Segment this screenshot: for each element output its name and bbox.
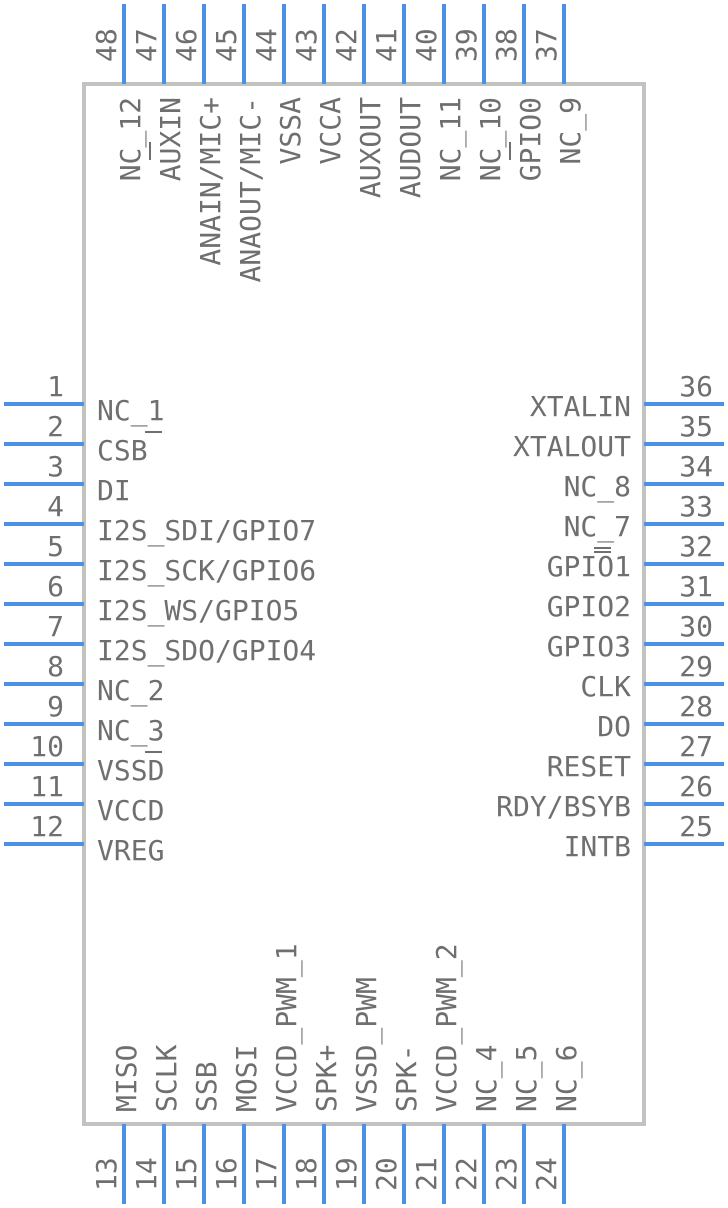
- pin-label-nc-6: NC_6: [550, 1045, 584, 1112]
- pin-label-auxin: AUXIN: [154, 97, 187, 181]
- pin-number-37: 37: [530, 28, 563, 62]
- pin-label-di: DI: [97, 474, 131, 507]
- pin-number-26: 26: [679, 770, 713, 803]
- pin-label-rdy-bsyb: RDY/BSYB: [496, 790, 631, 823]
- pin-number-17: 17: [250, 1157, 283, 1191]
- pin-label-nc-8: NC_8: [564, 470, 631, 504]
- pin-label-spk: SPK-: [390, 1045, 423, 1112]
- pin-number-35: 35: [679, 410, 713, 443]
- pin-label-nc-5: NC_5: [510, 1045, 544, 1112]
- pin-number-36: 36: [679, 370, 713, 403]
- pin-label-gpio1: GPIO1: [547, 550, 631, 583]
- pin-label-vccd: VCCD: [97, 794, 164, 827]
- pin-number-22: 22: [450, 1157, 483, 1191]
- pin-label-gpio3: GPIO3: [547, 630, 631, 663]
- pin-label-auxout: AUXOUT: [354, 97, 387, 198]
- pin-label-vcca: VCCA: [314, 97, 347, 165]
- pin-number-42: 42: [330, 28, 363, 62]
- pin-label-intb: INTB: [564, 830, 631, 863]
- pin-number-1: 1: [47, 370, 64, 403]
- pin-label-vccd-pwm-2: VCCD_PWM_2: [430, 943, 464, 1112]
- pin-number-45: 45: [210, 28, 243, 62]
- pin-number-11: 11: [30, 770, 64, 803]
- pin-label-do: DO: [597, 710, 631, 743]
- pin-label-xtalout: XTALOUT: [513, 430, 631, 463]
- pin-number-28: 28: [679, 690, 713, 723]
- pin-number-34: 34: [679, 450, 713, 483]
- pin-number-47: 47: [130, 28, 163, 62]
- pin-label-nc-9: NC_9: [554, 97, 588, 164]
- pin-number-38: 38: [490, 28, 523, 62]
- pin-label-vreg: VREG: [97, 834, 164, 867]
- pin-number-43: 43: [290, 28, 323, 62]
- pin-number-33: 33: [679, 490, 713, 523]
- pin-label-audout: AUDOUT: [394, 97, 427, 198]
- pin-number-29: 29: [679, 650, 713, 683]
- pin-label-anain-mic: ANAIN/MIC+: [194, 97, 227, 266]
- pin-label-xtalin: XTALIN: [530, 390, 631, 423]
- pin-label-gpio0: GPIO0: [514, 97, 547, 181]
- pin-label-vssd: VSSD: [97, 754, 164, 787]
- pin-label-spk: SPK+: [310, 1045, 343, 1112]
- pin-number-18: 18: [290, 1157, 323, 1191]
- pin-number-21: 21: [410, 1157, 443, 1191]
- pin-label-nc-1: NC_1: [97, 394, 164, 428]
- pin-label-anaout-mic: ANAOUT/MIC-: [234, 97, 267, 282]
- pin-label-i2s-sck-gpio6: I2S_SCK/GPIO6: [97, 554, 316, 588]
- pin-label-nc-12: NC_12: [114, 97, 148, 181]
- pin-number-20: 20: [370, 1157, 403, 1191]
- pin-number-46: 46: [170, 28, 203, 62]
- pin-number-6: 6: [47, 570, 64, 603]
- pin-label-vssa: VSSA: [274, 97, 307, 165]
- pin-number-2: 2: [47, 410, 64, 443]
- pin-number-44: 44: [250, 28, 283, 62]
- pin-number-10: 10: [30, 730, 64, 763]
- pin-label-nc-4: NC_4: [470, 1045, 504, 1112]
- pin-label-sclk: SCLK: [150, 1044, 183, 1112]
- pin-label-gpio2: GPIO2: [547, 590, 631, 623]
- pin-number-13: 13: [90, 1157, 123, 1191]
- pin-label-csb: CSB: [97, 434, 148, 467]
- pin-number-3: 3: [47, 450, 64, 483]
- pin-number-14: 14: [130, 1157, 163, 1191]
- pin-number-27: 27: [679, 730, 713, 763]
- pin-label-nc-3: NC_3: [97, 714, 164, 748]
- pin-label-nc-2: NC_2: [97, 674, 164, 708]
- pin-number-30: 30: [679, 610, 713, 643]
- pin-label-clk: CLK: [580, 670, 631, 703]
- pin-labels: 1NC_12CSB3DI4I2S_SDI/GPIO75I2S_SCK/GPIO6…: [30, 28, 713, 1191]
- pin-number-5: 5: [47, 530, 64, 563]
- pin-label-nc-7: NC_7: [564, 510, 631, 544]
- pin-label-i2s-sdi-gpio7: I2S_SDI/GPIO7: [97, 514, 316, 548]
- pin-label-ssb: SSB: [190, 1061, 223, 1112]
- pin-label-miso: MISO: [110, 1045, 143, 1112]
- pin-number-25: 25: [679, 810, 713, 843]
- pin-number-15: 15: [170, 1157, 203, 1191]
- pin-number-7: 7: [47, 610, 64, 643]
- pin-number-48: 48: [90, 28, 123, 62]
- pin-number-32: 32: [679, 530, 713, 563]
- pin-number-4: 4: [47, 490, 64, 523]
- pin-number-40: 40: [410, 28, 443, 62]
- pin-label-vccd-pwm-1: VCCD_PWM_1: [270, 943, 304, 1112]
- pins: [4, 4, 724, 1204]
- pin-number-31: 31: [679, 570, 713, 603]
- pin-number-23: 23: [490, 1157, 523, 1191]
- pin-label-nc-10: NC_10: [474, 97, 508, 181]
- pin-label-reset: RESET: [547, 750, 631, 783]
- pin-number-16: 16: [210, 1157, 243, 1191]
- pin-number-9: 9: [47, 690, 64, 723]
- pin-number-19: 19: [330, 1157, 363, 1191]
- pin-label-i2s-sdo-gpio4: I2S_SDO/GPIO4: [97, 634, 316, 668]
- pin-label-vssd-pwm: VSSD_PWM: [350, 977, 384, 1112]
- pin-label-mosi: MOSI: [230, 1045, 263, 1112]
- pin-number-8: 8: [47, 650, 64, 683]
- pin-label-i2s-ws-gpio5: I2S_WS/GPIO5: [97, 594, 299, 628]
- pin-number-12: 12: [30, 810, 64, 843]
- pin-number-41: 41: [370, 28, 403, 62]
- pin-label-nc-11: NC_11: [434, 97, 468, 181]
- pin-number-39: 39: [450, 28, 483, 62]
- pin-number-24: 24: [530, 1157, 563, 1191]
